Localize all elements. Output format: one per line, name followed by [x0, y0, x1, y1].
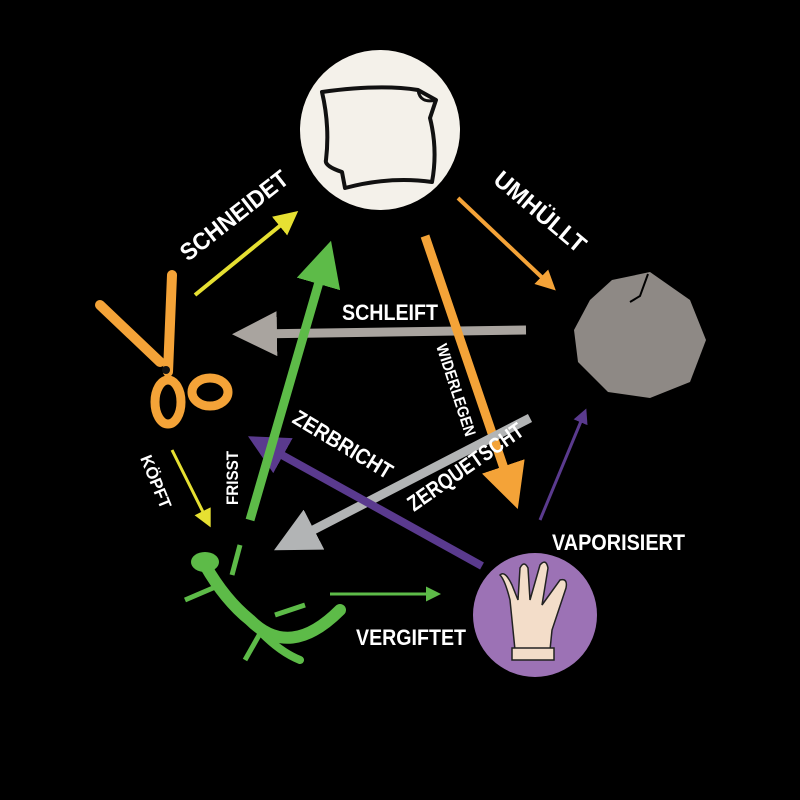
arrow-frisst [245, 240, 341, 522]
scissors-icon [95, 270, 233, 429]
label-umhuellt: UMHÜLLT [488, 166, 591, 259]
label-koepft: KÖPFT [136, 452, 175, 512]
arrow-widerlegen [420, 234, 525, 510]
label-vaporisiert: VAPORISIERT [552, 530, 685, 555]
spock-hand-icon [473, 553, 597, 677]
arrow-zerbricht [248, 436, 484, 570]
arrow-umhuellt [456, 196, 556, 291]
arrow-koepft [170, 449, 211, 528]
rock-icon [574, 272, 706, 398]
arrow-vaporisiert [538, 408, 588, 521]
label-schneidet: SCHNEIDET [175, 165, 294, 267]
label-vergiftet: VERGIFTET [356, 625, 466, 650]
label-widerlegen: WIDERLEGEN [432, 342, 478, 439]
lizard-icon [184, 544, 346, 664]
label-frisst: FRISST [223, 450, 242, 505]
arrow-schleift [232, 311, 527, 357]
paper-icon [300, 50, 460, 210]
arrow-schneidet [193, 210, 299, 297]
arrow-zerquetscht [274, 414, 533, 551]
label-schleift: SCHLEIFT [342, 300, 438, 325]
